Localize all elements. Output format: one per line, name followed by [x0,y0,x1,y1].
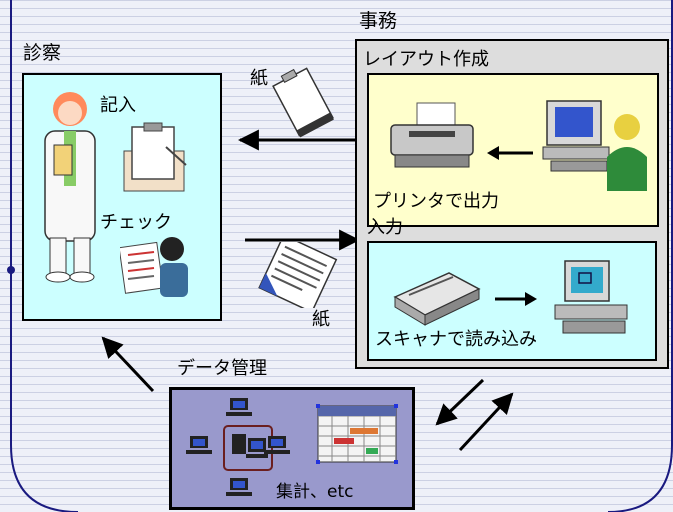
arrow-data-to-office [458,392,514,452]
paper-form-icon [258,242,338,308]
exam-panel: 記入 チェック [22,73,222,321]
pc-icon [554,260,628,334]
data-mgmt-title: データ管理 [177,358,267,379]
paper-label-top: 紙 [250,68,268,89]
print-label: プリンタで出力 [373,191,499,212]
layout-title: レイアウト作成 [363,49,489,70]
arrow-data-to-exam [101,336,155,393]
summary-label: 集計、etc [276,482,354,502]
exam-title: 診察 [23,42,62,64]
write-label: 記入 [100,95,136,116]
check-label: チェック [100,212,172,233]
paper-label-bottom: 紙 [312,309,330,330]
arrow-left-icon [487,146,533,160]
scan-label: スキャナで読み込み [375,329,537,350]
computer-user-icon [542,100,647,191]
slide-frame [10,0,673,512]
data-mgmt-panel: 集計、etc [169,387,415,510]
checklist-icon [120,237,188,297]
arrow-right-icon [495,292,537,306]
input-panel: スキャナで読み込み [367,241,657,361]
scanner-icon [393,272,481,326]
network-icon [186,398,290,496]
office-title: 事務 [359,10,398,32]
paper-clipboard-icon [272,67,334,138]
frame-node [7,266,15,274]
clipboard-icon [123,122,187,192]
spreadsheet-icon [316,404,398,464]
input-title: 入力 [367,217,403,238]
doctor-icon [44,92,96,283]
office-panel: レイアウト作成 プリンタで出力 入力 [355,39,669,369]
printer-icon [390,102,474,168]
arrow-office-to-data [435,378,485,426]
layout-panel: プリンタで出力 [367,73,659,227]
